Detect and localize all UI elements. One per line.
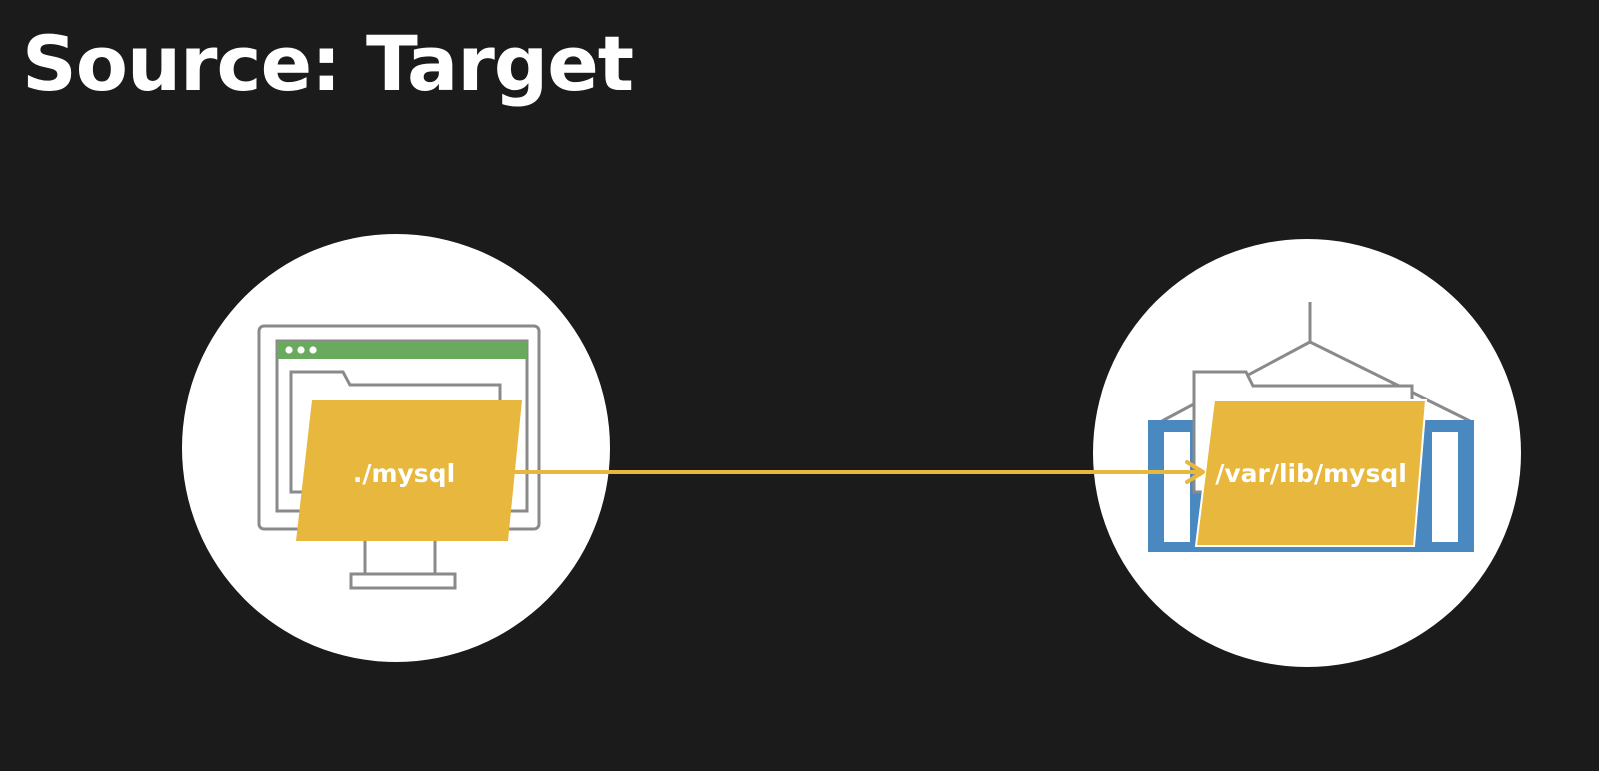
page-title: Source: Target <box>22 19 634 108</box>
arrow-head-icon <box>1185 460 1205 484</box>
mount-arrow <box>512 460 1205 484</box>
source-folder-label: ./mysql <box>353 459 455 488</box>
target-folder-label: /var/lib/mysql <box>1215 459 1407 488</box>
source-folder-icon <box>296 400 522 541</box>
target-folder-icon <box>1194 399 1428 547</box>
source-node: ./mysql <box>182 234 610 662</box>
target-node: /var/lib/mysql <box>1093 239 1521 667</box>
